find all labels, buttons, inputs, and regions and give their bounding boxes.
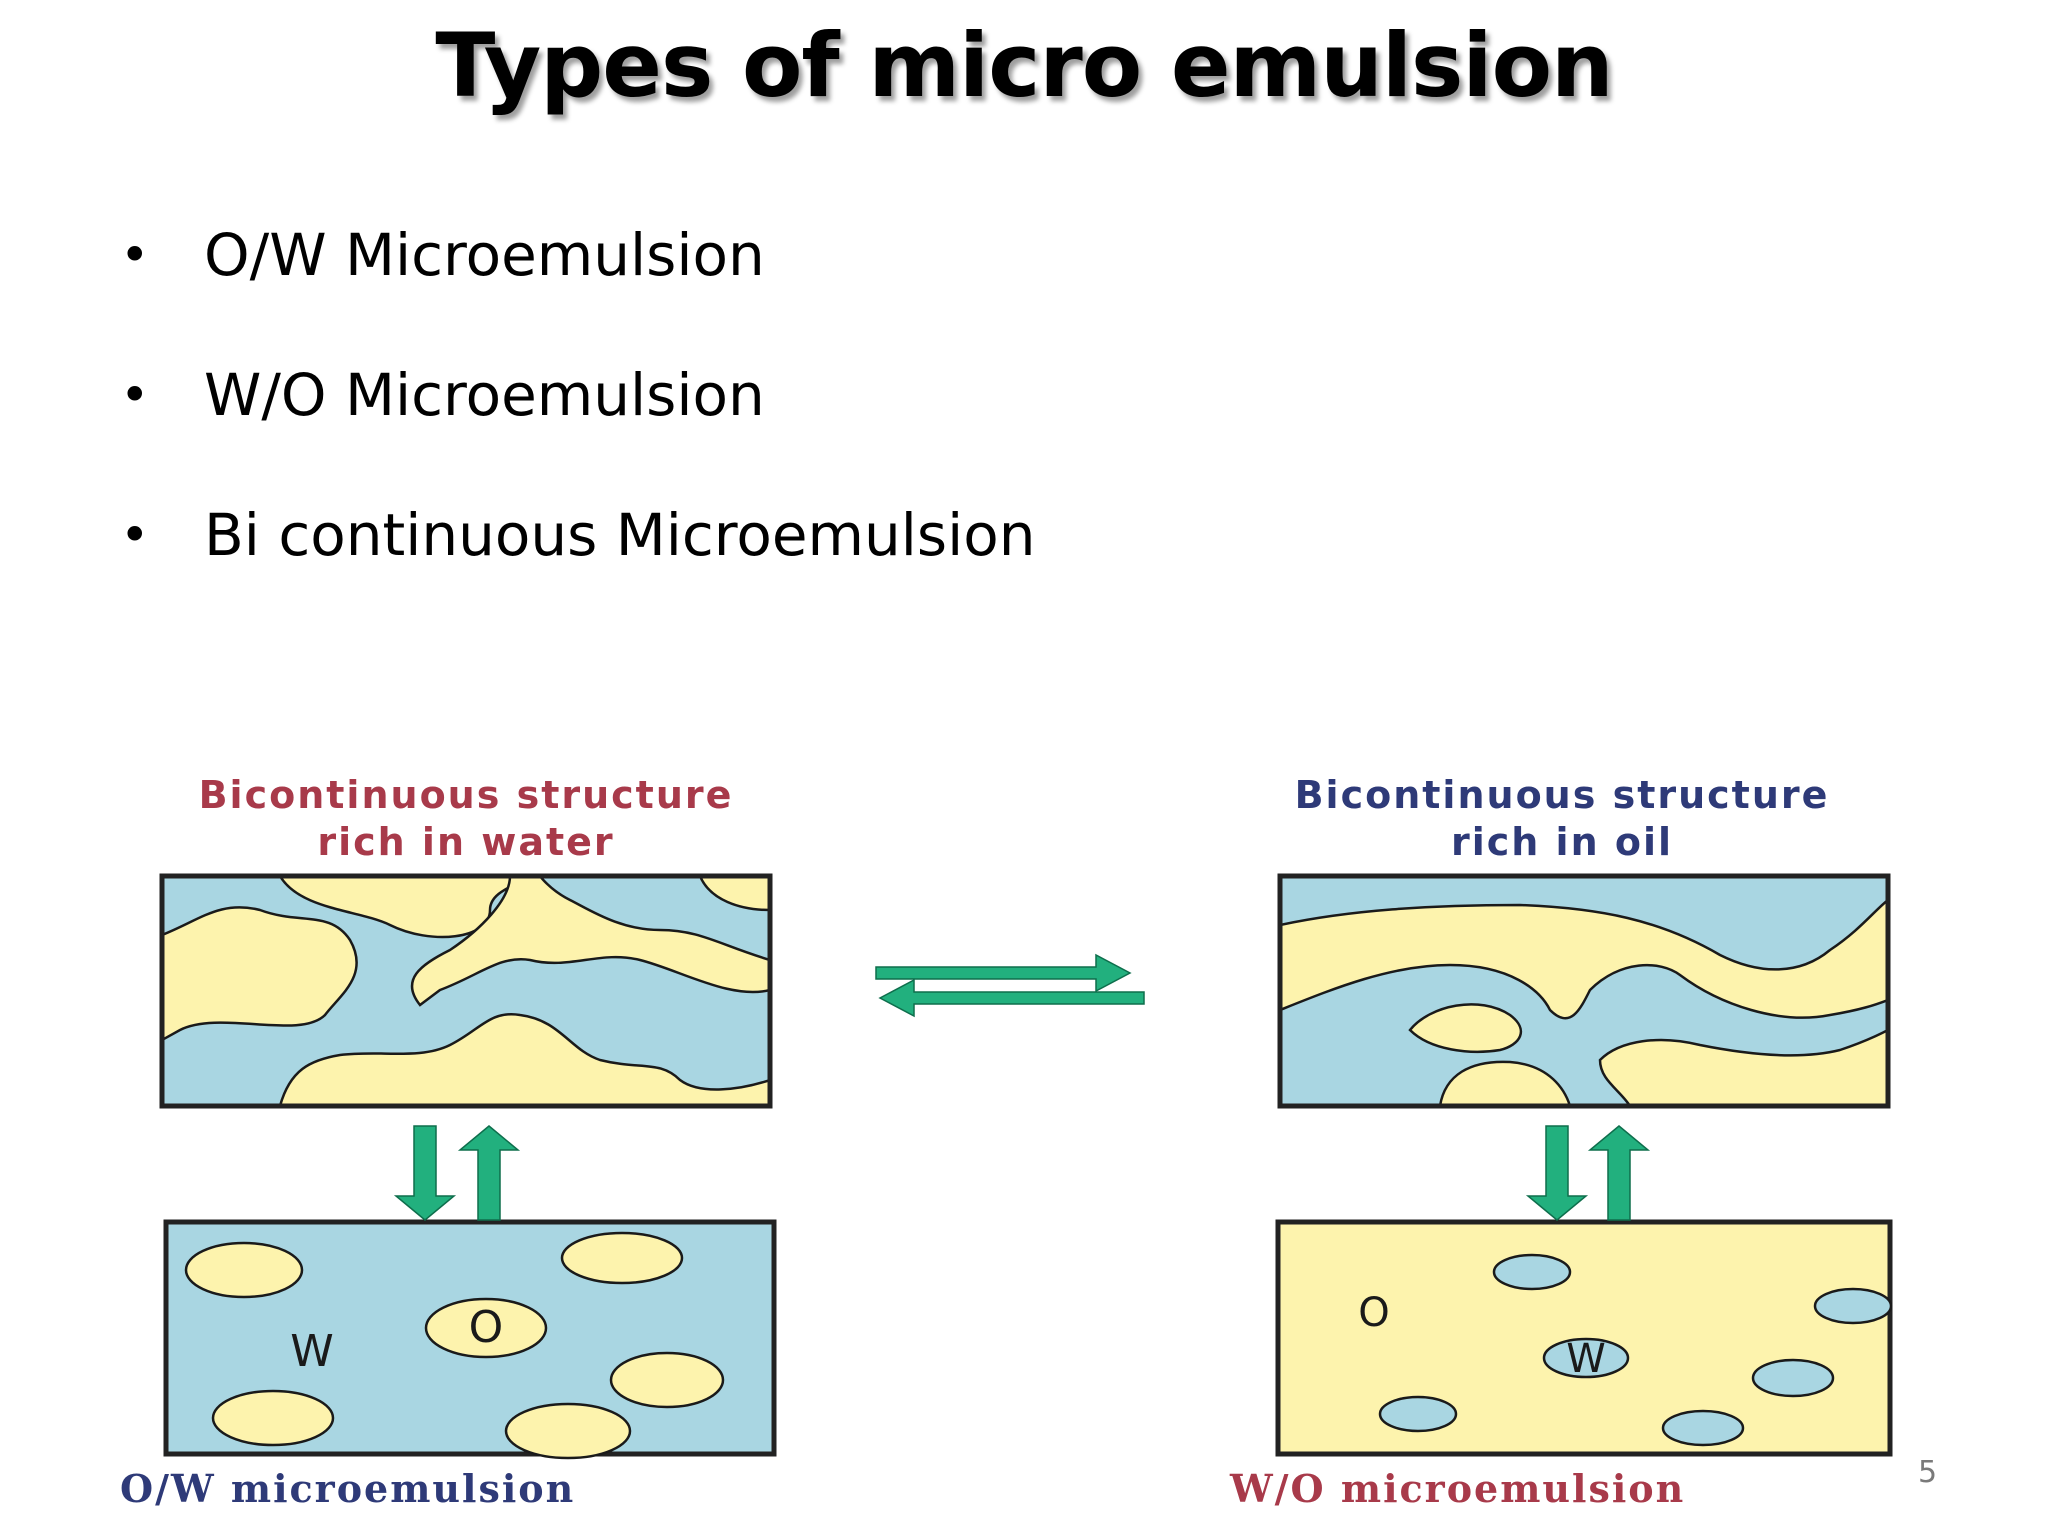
arrow-left-icon	[878, 978, 1145, 1018]
bicontinuous-water-box	[159, 873, 773, 1109]
bullet-text: Bi continuous Microemulsion	[204, 501, 1036, 569]
microemulsion-diagram: Bicontinuous structure rich in water Bic…	[100, 760, 1940, 1530]
left-vertical-arrows	[393, 1125, 521, 1221]
slide-title: Types of micro emulsion	[435, 14, 1613, 117]
caption-water-rich-line2: rich in water	[317, 820, 614, 864]
bullet-dot-icon: •	[120, 226, 150, 284]
bullet-dot-icon: •	[120, 506, 150, 564]
bullet-item-ow: • O/W Microemulsion	[120, 215, 1320, 295]
arrow-down-icon	[393, 1125, 457, 1221]
caption-wo-microemulsion: W/O microemulsion	[1229, 1466, 1685, 1511]
page-number: 5	[1918, 1455, 1938, 1490]
bullet-text: O/W Microemulsion	[204, 221, 765, 289]
wo-microemulsion-box: O W	[1275, 1219, 1893, 1457]
ow-oil-label: O	[469, 1302, 504, 1353]
arrow-right-icon	[875, 953, 1132, 993]
ow-water-label: W	[290, 1326, 334, 1377]
bullet-item-bicontinuous: • Bi continuous Microemulsion	[120, 495, 1320, 575]
right-vertical-arrows	[1525, 1125, 1651, 1221]
bicontinuous-oil-box	[1277, 873, 1891, 1109]
wo-water-label: W	[1566, 1336, 1606, 1382]
arrow-down-icon	[1525, 1125, 1589, 1221]
arrow-up-icon	[1587, 1125, 1651, 1221]
horizontal-equilibrium-arrows	[875, 953, 1145, 1018]
caption-ow-microemulsion: O/W microemulsion	[120, 1466, 575, 1511]
bullet-item-wo: • W/O Microemulsion	[120, 355, 1320, 435]
wo-oil-label: O	[1358, 1290, 1389, 1336]
caption-oil-rich-line2: rich in oil	[1451, 820, 1673, 864]
ow-microemulsion-box: W O	[163, 1219, 777, 1460]
bullet-text: W/O Microemulsion	[204, 361, 765, 429]
arrow-up-icon	[457, 1125, 521, 1221]
caption-oil-rich-line1: Bicontinuous structure	[1295, 773, 1830, 817]
caption-water-rich-line1: Bicontinuous structure	[199, 773, 734, 817]
bullet-dot-icon: •	[120, 366, 150, 424]
